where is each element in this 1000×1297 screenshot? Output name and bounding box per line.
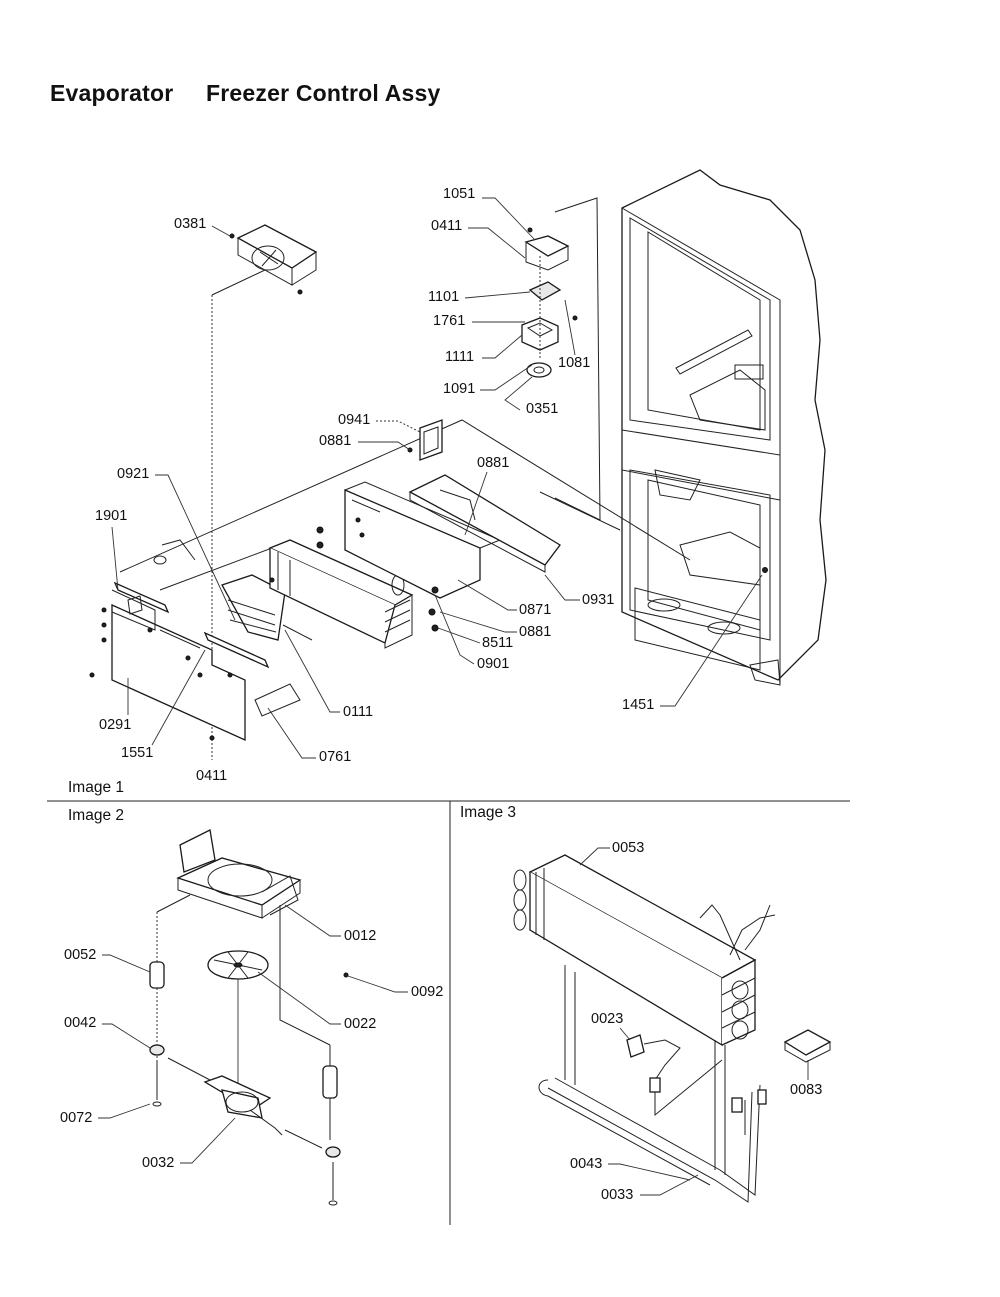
callout-0092: 0092 xyxy=(411,984,443,1000)
callout-1451: 1451 xyxy=(622,697,654,713)
callout-1051: 1051 xyxy=(443,186,475,202)
fan-motor xyxy=(167,1057,323,1149)
image1-group: 1051 0411 0381 1101 1761 1081 1111 1091 … xyxy=(68,169,827,796)
callout-0931: 0931 xyxy=(582,592,614,608)
callout-0901: 0901 xyxy=(477,656,509,672)
callout-0053: 0053 xyxy=(612,840,644,856)
callout-0083: 0083 xyxy=(790,1082,822,1098)
title-evaporator: Evaporator xyxy=(50,80,174,106)
evaporator-unit xyxy=(513,854,776,1047)
callout-1551: 1551 xyxy=(121,745,153,761)
defrost-heater-loop xyxy=(538,965,767,1203)
callout-0351: 0351 xyxy=(526,401,558,417)
callout-0871: 0871 xyxy=(519,602,551,618)
callout-0012: 0012 xyxy=(344,928,376,944)
callout-0022: 0022 xyxy=(344,1016,376,1032)
callout-8511: 8511 xyxy=(482,635,513,651)
callout-0291: 0291 xyxy=(99,717,131,733)
image2-callouts: 0012 0052 0092 0022 0042 0072 0032 xyxy=(60,904,443,1171)
image3-callouts: 0053 0023 0083 0043 0033 xyxy=(570,840,822,1203)
title-freezer-control: Freezer Control Assy xyxy=(206,80,441,106)
callout-0921: 0921 xyxy=(117,466,149,482)
section-label-image1: Image 1 xyxy=(68,779,124,796)
evaporator-cover xyxy=(89,419,691,742)
callout-0032: 0032 xyxy=(142,1155,174,1171)
callout-0881-c: 0881 xyxy=(519,624,551,640)
fan-assembly-top xyxy=(211,224,318,760)
callout-0411-bottom: 0411 xyxy=(196,768,227,784)
callout-1101: 1101 xyxy=(428,289,459,305)
callout-0411-top: 0411 xyxy=(431,218,462,234)
air-duct xyxy=(408,474,621,573)
callout-0052: 0052 xyxy=(64,947,96,963)
image3-group: Image 3 xyxy=(460,804,832,1203)
callout-1091: 1091 xyxy=(443,381,475,397)
callout-1111: 1111 xyxy=(445,349,474,365)
callout-0381: 0381 xyxy=(174,216,206,232)
image1-callouts: 1051 0411 0381 1101 1761 1081 1111 1091 … xyxy=(68,186,763,796)
callout-0111: 0111 xyxy=(343,704,373,720)
callout-0033: 0033 xyxy=(601,1187,633,1203)
defrost-heater-shroud xyxy=(159,544,286,641)
control-cover-bracket xyxy=(407,419,443,461)
fan-blade xyxy=(207,950,269,1085)
page-title: Evaporator Freezer Control Assy xyxy=(50,80,467,107)
callout-0023: 0023 xyxy=(591,1011,623,1027)
refrigerator-cabinet xyxy=(621,169,827,686)
image2-group: Image 2 xyxy=(60,807,443,1206)
defrost-thermostat xyxy=(783,1029,832,1063)
section-label-image3: Image 3 xyxy=(460,804,516,821)
section-label-image2: Image 2 xyxy=(68,807,124,824)
wire-harness xyxy=(626,1034,723,1117)
callout-0881-b: 0881 xyxy=(477,455,509,471)
callout-0941: 0941 xyxy=(338,412,370,428)
callout-0042: 0042 xyxy=(64,1015,96,1031)
mount-spacers xyxy=(149,961,349,1206)
callout-0043: 0043 xyxy=(570,1156,602,1172)
callout-1761: 1761 xyxy=(433,313,465,329)
freezer-control-assembly xyxy=(521,197,601,521)
callout-0881-a: 0881 xyxy=(319,433,351,449)
callout-0072: 0072 xyxy=(60,1110,92,1126)
evaporator-shroud-panel xyxy=(316,481,502,632)
callout-1901: 1901 xyxy=(95,508,127,524)
callout-1081: 1081 xyxy=(558,355,590,371)
fan-housing-bracket xyxy=(156,829,331,1140)
callout-0761: 0761 xyxy=(319,749,351,765)
